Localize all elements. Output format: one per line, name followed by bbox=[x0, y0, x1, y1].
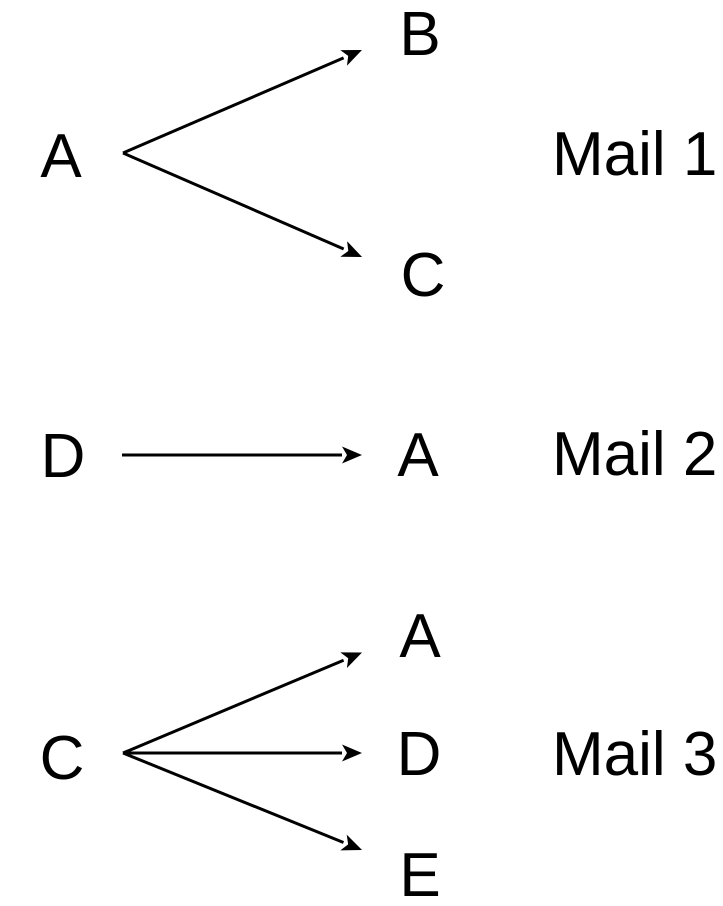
label-mail-2: Mail 2 bbox=[552, 420, 718, 489]
node-mail1-recipient-b: B bbox=[399, 0, 441, 69]
node-mail1-recipient-c: C bbox=[400, 241, 446, 310]
arrow-mail3-c-to-e bbox=[122, 751, 363, 851]
node-mail3-recipient-a: A bbox=[399, 602, 441, 671]
node-mail2-recipient-a: A bbox=[397, 421, 439, 490]
arrow-mail1-a-to-c bbox=[122, 151, 363, 257]
node-mail2-sender-d: D bbox=[40, 422, 86, 491]
node-mail3-recipient-d: D bbox=[396, 720, 442, 789]
node-mail3-sender-c: C bbox=[39, 724, 85, 793]
arrow-mail1-a-to-b bbox=[122, 49, 362, 155]
node-mail3-recipient-e: E bbox=[399, 841, 441, 906]
node-mail1-sender-a: A bbox=[40, 122, 82, 191]
arrow-mail3-c-to-a bbox=[122, 652, 363, 755]
label-mail-3: Mail 3 bbox=[552, 720, 718, 789]
label-mail-1: Mail 1 bbox=[552, 120, 718, 189]
